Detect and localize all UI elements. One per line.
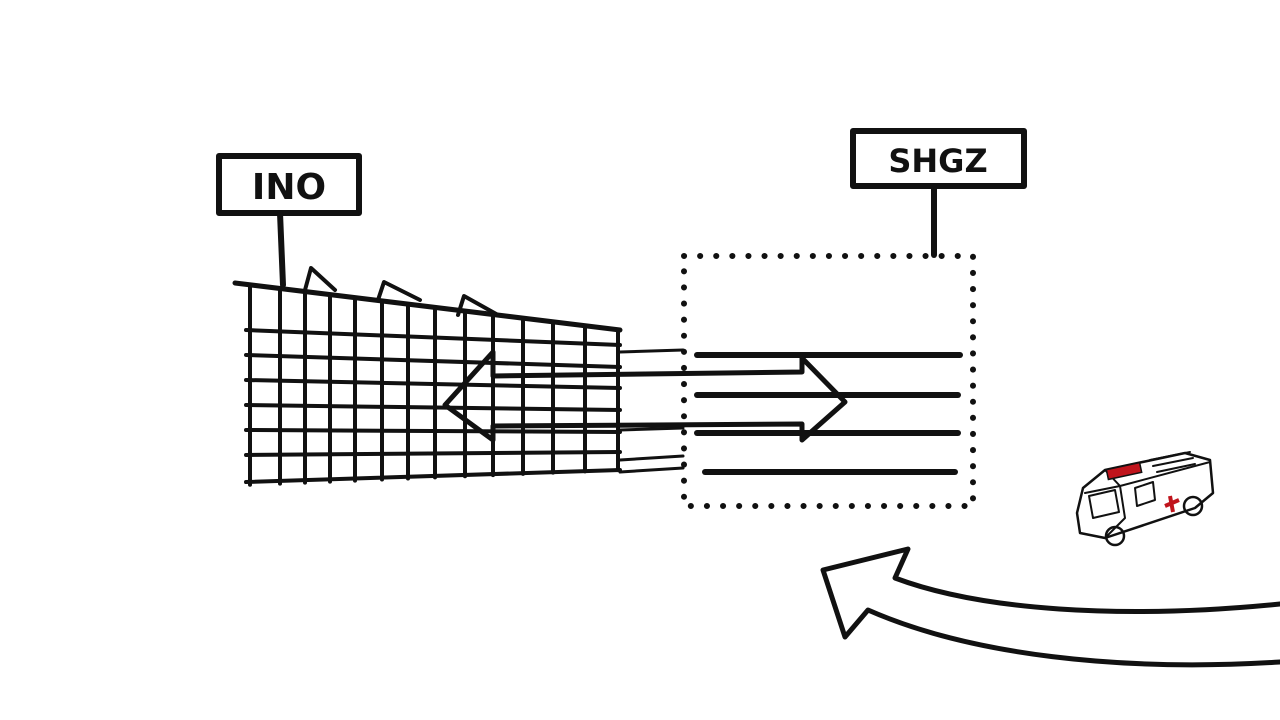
dotted-box [681,253,976,509]
grid-horizontal-line [244,428,622,434]
grid-horizontal-line [244,328,622,347]
double-headed-arrow-icon [442,349,848,443]
grid-horizontal-line [244,450,622,457]
ambulance-icon [1075,451,1215,547]
curved-arrow-icon [820,546,1280,668]
grid-horizontal-line [244,468,622,484]
grid-roof-bump [456,294,500,317]
grid-horizontal-line [244,378,622,390]
grid-roof-line [232,280,623,333]
grid-horizontal-line [244,353,622,369]
sign-ino: INO [216,153,362,288]
grid-horizontal-line [244,403,622,412]
box-lines [694,352,963,475]
sign-label-shgz: SHGZ [888,142,987,180]
connector-lines [618,348,685,474]
grid-roof-bump [303,266,337,292]
grid-structure [232,266,623,487]
sign-label-ino: INO [252,167,326,208]
sign-shgz: SHGZ [850,128,1027,258]
grid-roof-bump [376,280,422,302]
